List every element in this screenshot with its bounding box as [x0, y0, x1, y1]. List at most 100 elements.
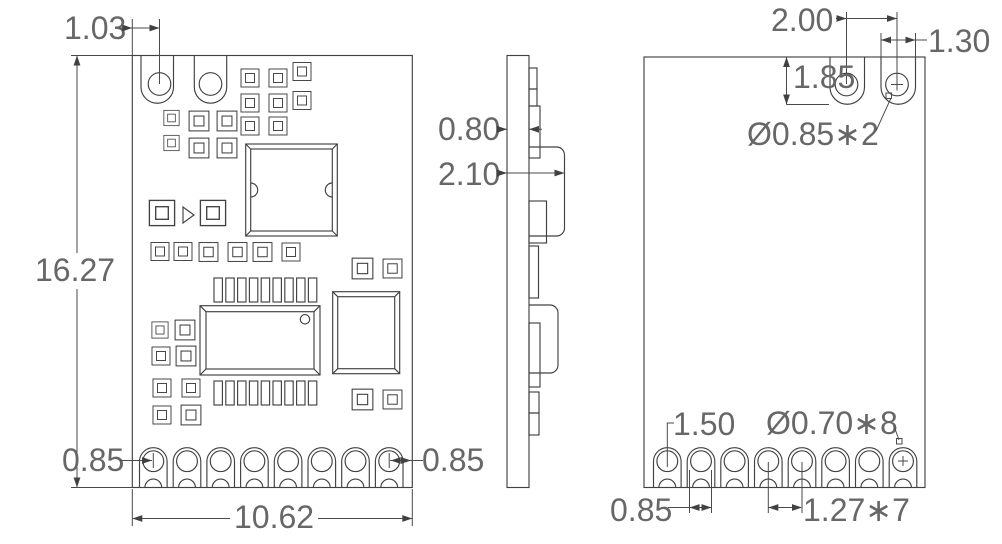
- dim-hole-spacing: 2.00: [771, 2, 898, 84]
- castellated-pin: [307, 447, 337, 489]
- castellated-pin: [720, 447, 749, 489]
- pad-cluster-bottom-left: [152, 378, 202, 426]
- smd-pad: [152, 378, 172, 398]
- castellated-pin: [341, 447, 370, 489]
- front-dimensions: 1.03 16.27 0.85 0.85 10.62: [35, 10, 484, 535]
- dim-pad-width: 0.85: [610, 470, 712, 528]
- side-view: [506, 54, 566, 489]
- smd-pad: [151, 346, 171, 366]
- side-shield-profile: [529, 146, 566, 237]
- dim-label: 0.85: [610, 492, 672, 528]
- dim-label: 1.03: [64, 10, 126, 46]
- castellated-pin: [240, 447, 269, 489]
- dim-label: 1.30: [928, 23, 990, 59]
- smd-pad: [240, 116, 260, 136]
- dim-board-height: 16.27: [35, 55, 133, 488]
- smd-pad: [148, 199, 176, 227]
- shield-module: [199, 305, 321, 376]
- dim-label: Ø0.85∗2: [747, 116, 879, 152]
- dim-label: 0.85: [62, 442, 124, 478]
- smd-pad: [163, 134, 180, 152]
- center-mark: [898, 456, 908, 466]
- smd-pad: [292, 90, 312, 111]
- castellated-pin: [854, 447, 884, 489]
- smd-pad: [150, 241, 170, 262]
- front-view: [131, 54, 413, 489]
- back-castellated-pins: [652, 447, 918, 489]
- smd-pad: [268, 93, 288, 113]
- dim-pin-edge-left: 0.85: [62, 442, 154, 478]
- smd-pad: [268, 68, 288, 88]
- dim-label: 0.80: [438, 111, 500, 147]
- smd-pad: [163, 109, 180, 127]
- dim-total-thickness: 2.10: [438, 156, 565, 192]
- dim-label: 1.85: [793, 59, 855, 95]
- side-dimensions: 0.80 2.10: [438, 111, 565, 192]
- notch-left: [250, 182, 259, 198]
- smd-pad: [252, 242, 273, 262]
- smd-pad: [216, 137, 238, 159]
- dim-label: 16.27: [35, 252, 115, 288]
- smd-pad: [382, 258, 403, 279]
- dim-label: Ø0.70∗8: [766, 405, 898, 441]
- front-mount-hole: [198, 72, 223, 96]
- side-shield-profile: [529, 304, 559, 374]
- side-pcb-slab: [506, 54, 530, 489]
- smd-pad: [173, 241, 193, 262]
- pad-pair-right-lower: [351, 388, 403, 411]
- dim-label: 2.00: [771, 2, 833, 38]
- castellated-pin: [686, 447, 716, 489]
- pad-cluster-upper-left: [163, 109, 238, 159]
- leader-end: [885, 92, 892, 99]
- smd-pad: [240, 68, 260, 88]
- dim-mount-hole-dia: Ø0.85∗2: [747, 92, 892, 152]
- castellated-pin: [821, 447, 850, 489]
- front-board-outline: [131, 54, 413, 489]
- pin1-dot: [299, 314, 311, 325]
- smd-pad: [351, 388, 374, 411]
- pad-pair-right-upper: [351, 257, 403, 280]
- castellated-pin: [273, 447, 303, 489]
- side-component-profiles: [528, 67, 566, 436]
- castellated-pin: [888, 447, 918, 489]
- dim-pin-hole-dia: Ø0.70∗8: [766, 405, 903, 445]
- pad-cluster-mid-left: [151, 319, 197, 367]
- dim-label: 0.85: [422, 442, 484, 478]
- smd-pad: [216, 110, 238, 132]
- smd-pad: [198, 242, 219, 262]
- smd-pad: [268, 116, 288, 136]
- front-castellated-pins: [138, 447, 404, 489]
- dim-pin-offset: 1.50: [666, 406, 735, 467]
- pad-cluster-top-right: [240, 61, 312, 136]
- smd-pad: [152, 405, 172, 425]
- back-dimensions: 2.00 1.30 1.85 Ø0.85∗2 1.50 Ø0.70∗8: [610, 2, 990, 528]
- smd-pad: [174, 319, 196, 341]
- dim-label: 2.10: [438, 156, 500, 192]
- smd-pad: [180, 404, 202, 426]
- pad-bar-row-lower: [213, 380, 318, 406]
- smd-pad: [227, 242, 248, 262]
- dim-tab-width: 1.30: [880, 23, 990, 59]
- ic-square: [332, 291, 401, 375]
- smd-pad: [292, 61, 312, 82]
- dim-hole-offset: 1.03: [64, 10, 160, 84]
- smd-pad: [240, 93, 260, 113]
- dim-board-width: 10.62: [131, 489, 413, 535]
- smd-pad: [181, 378, 201, 398]
- castellated-pin: [172, 447, 202, 489]
- front-mount-tab: [140, 55, 175, 104]
- crystal-ic: [245, 143, 338, 237]
- smd-pad: [175, 345, 197, 367]
- smd-pad: [188, 137, 210, 159]
- smd-pad: [199, 199, 227, 227]
- notch-right: [324, 182, 333, 198]
- front-mount-tab: [193, 55, 228, 104]
- dim-label: 1.27∗7: [803, 492, 910, 528]
- dim-pin-edge-right: 0.85: [388, 442, 484, 478]
- pad-row-middle: [150, 241, 301, 262]
- smd-pad: [151, 321, 169, 339]
- pad-bar-row-upper: [213, 277, 318, 303]
- smd-pad: [281, 242, 301, 262]
